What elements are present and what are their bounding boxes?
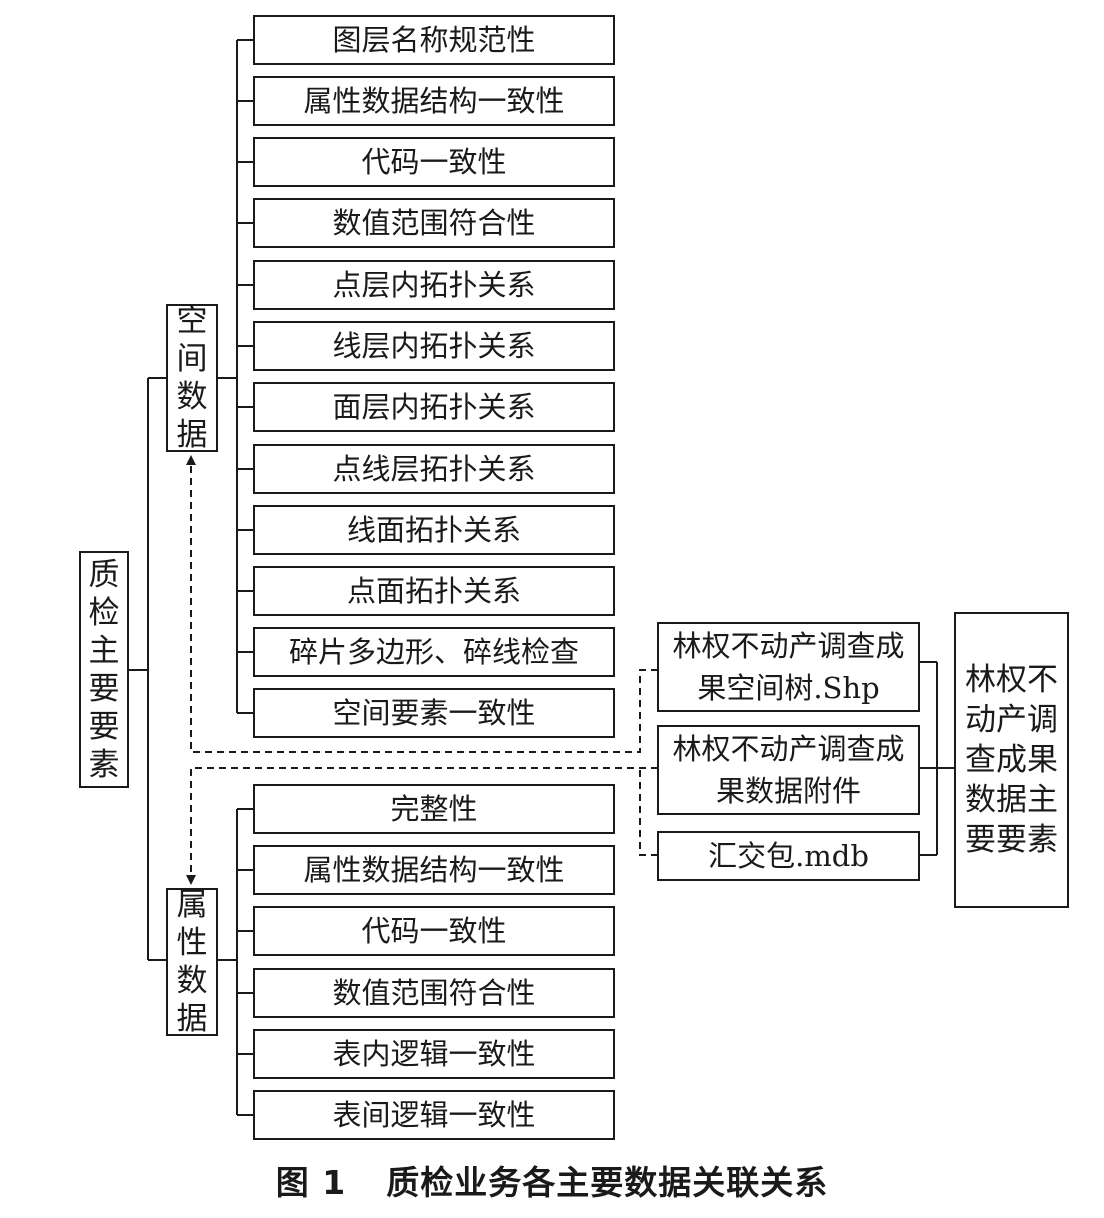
figure-title: 质检业务各主要数据关联关系 (386, 1163, 829, 1202)
attribute-item-box: 表间逻辑一致性 (253, 1090, 615, 1140)
attribute-item-box: 代码一致性 (253, 906, 615, 956)
spatial-item-label: 属性数据结构一致性 (303, 83, 565, 118)
spatial-item-label: 点层内拓扑关系 (332, 267, 536, 302)
root-node-quality-inspection: 质检主要要素 (79, 551, 129, 788)
spatial-item-box: 线面拓扑关系 (253, 505, 615, 555)
spatial-item-box: 点层内拓扑关系 (253, 260, 615, 310)
group-node-spatial-data: 空间数据 (166, 303, 218, 453)
spatial-item-box: 图层名称规范性 (253, 15, 615, 65)
attribute-item-label: 代码一致性 (361, 913, 507, 948)
spatial-item-box: 碎片多边形、碎线检查 (253, 627, 615, 677)
attribute-item-label: 表内逻辑一致性 (332, 1036, 536, 1071)
source-label: 林权不动产调查成果空间树.Shp (672, 629, 905, 705)
attribute-item-label: 属性数据结构一致性 (303, 852, 565, 887)
spatial-item-box: 空间要素一致性 (253, 688, 615, 738)
spatial-item-box: 点线层拓扑关系 (253, 444, 615, 494)
result-node-label: 林权不动产调查成果数据主要要素 (965, 662, 1058, 858)
spatial-group-label: 空间数据 (176, 303, 208, 453)
spatial-item-label: 图层名称规范性 (332, 22, 536, 57)
attribute-item-label: 完整性 (390, 791, 478, 826)
spatial-item-label: 线层内拓扑关系 (332, 328, 536, 363)
group-node-attribute-data: 属性数据 (166, 887, 218, 1037)
attribute-group-label: 属性数据 (176, 887, 208, 1037)
attribute-item-box: 属性数据结构一致性 (253, 845, 615, 895)
spatial-item-label: 线面拓扑关系 (346, 512, 521, 547)
spatial-item-label: 数值范围符合性 (332, 205, 536, 240)
spatial-item-label: 点面拓扑关系 (346, 573, 521, 608)
spatial-item-label: 点线层拓扑关系 (332, 451, 536, 486)
figure-number: 图 1 (275, 1163, 347, 1202)
spatial-item-label: 面层内拓扑关系 (332, 389, 536, 424)
spatial-item-box: 代码一致性 (253, 137, 615, 187)
source-box-spatial-shp: 林权不动产调查成果空间树.Shp (657, 622, 920, 712)
spatial-item-box: 属性数据结构一致性 (253, 76, 615, 126)
spatial-item-box: 面层内拓扑关系 (253, 382, 615, 432)
spatial-item-label: 空间要素一致性 (332, 695, 536, 730)
source-label: 林权不动产调查成果数据附件 (672, 732, 905, 808)
spatial-item-box: 点面拓扑关系 (253, 566, 615, 616)
attribute-item-box: 表内逻辑一致性 (253, 1029, 615, 1079)
spatial-item-label: 碎片多边形、碎线检查 (288, 634, 579, 669)
spatial-item-box: 线层内拓扑关系 (253, 321, 615, 371)
attribute-item-box: 数值范围符合性 (253, 968, 615, 1018)
attribute-item-label: 表间逻辑一致性 (332, 1097, 536, 1132)
figure-caption: 图 1 质检业务各主要数据关联关系 (0, 1156, 1104, 1204)
source-box-mdb-package: 汇交包.mdb (657, 831, 920, 881)
result-node-main-elements: 林权不动产调查成果数据主要要素 (954, 612, 1069, 908)
attribute-item-box: 完整性 (253, 784, 615, 834)
spatial-item-box: 数值范围符合性 (253, 198, 615, 248)
root-node-label: 质检主要要素 (88, 556, 120, 783)
attribute-item-label: 数值范围符合性 (332, 975, 536, 1010)
source-box-data-attachment: 林权不动产调查成果数据附件 (657, 725, 920, 815)
source-label: 汇交包.mdb (708, 838, 869, 873)
spatial-item-label: 代码一致性 (361, 144, 507, 179)
